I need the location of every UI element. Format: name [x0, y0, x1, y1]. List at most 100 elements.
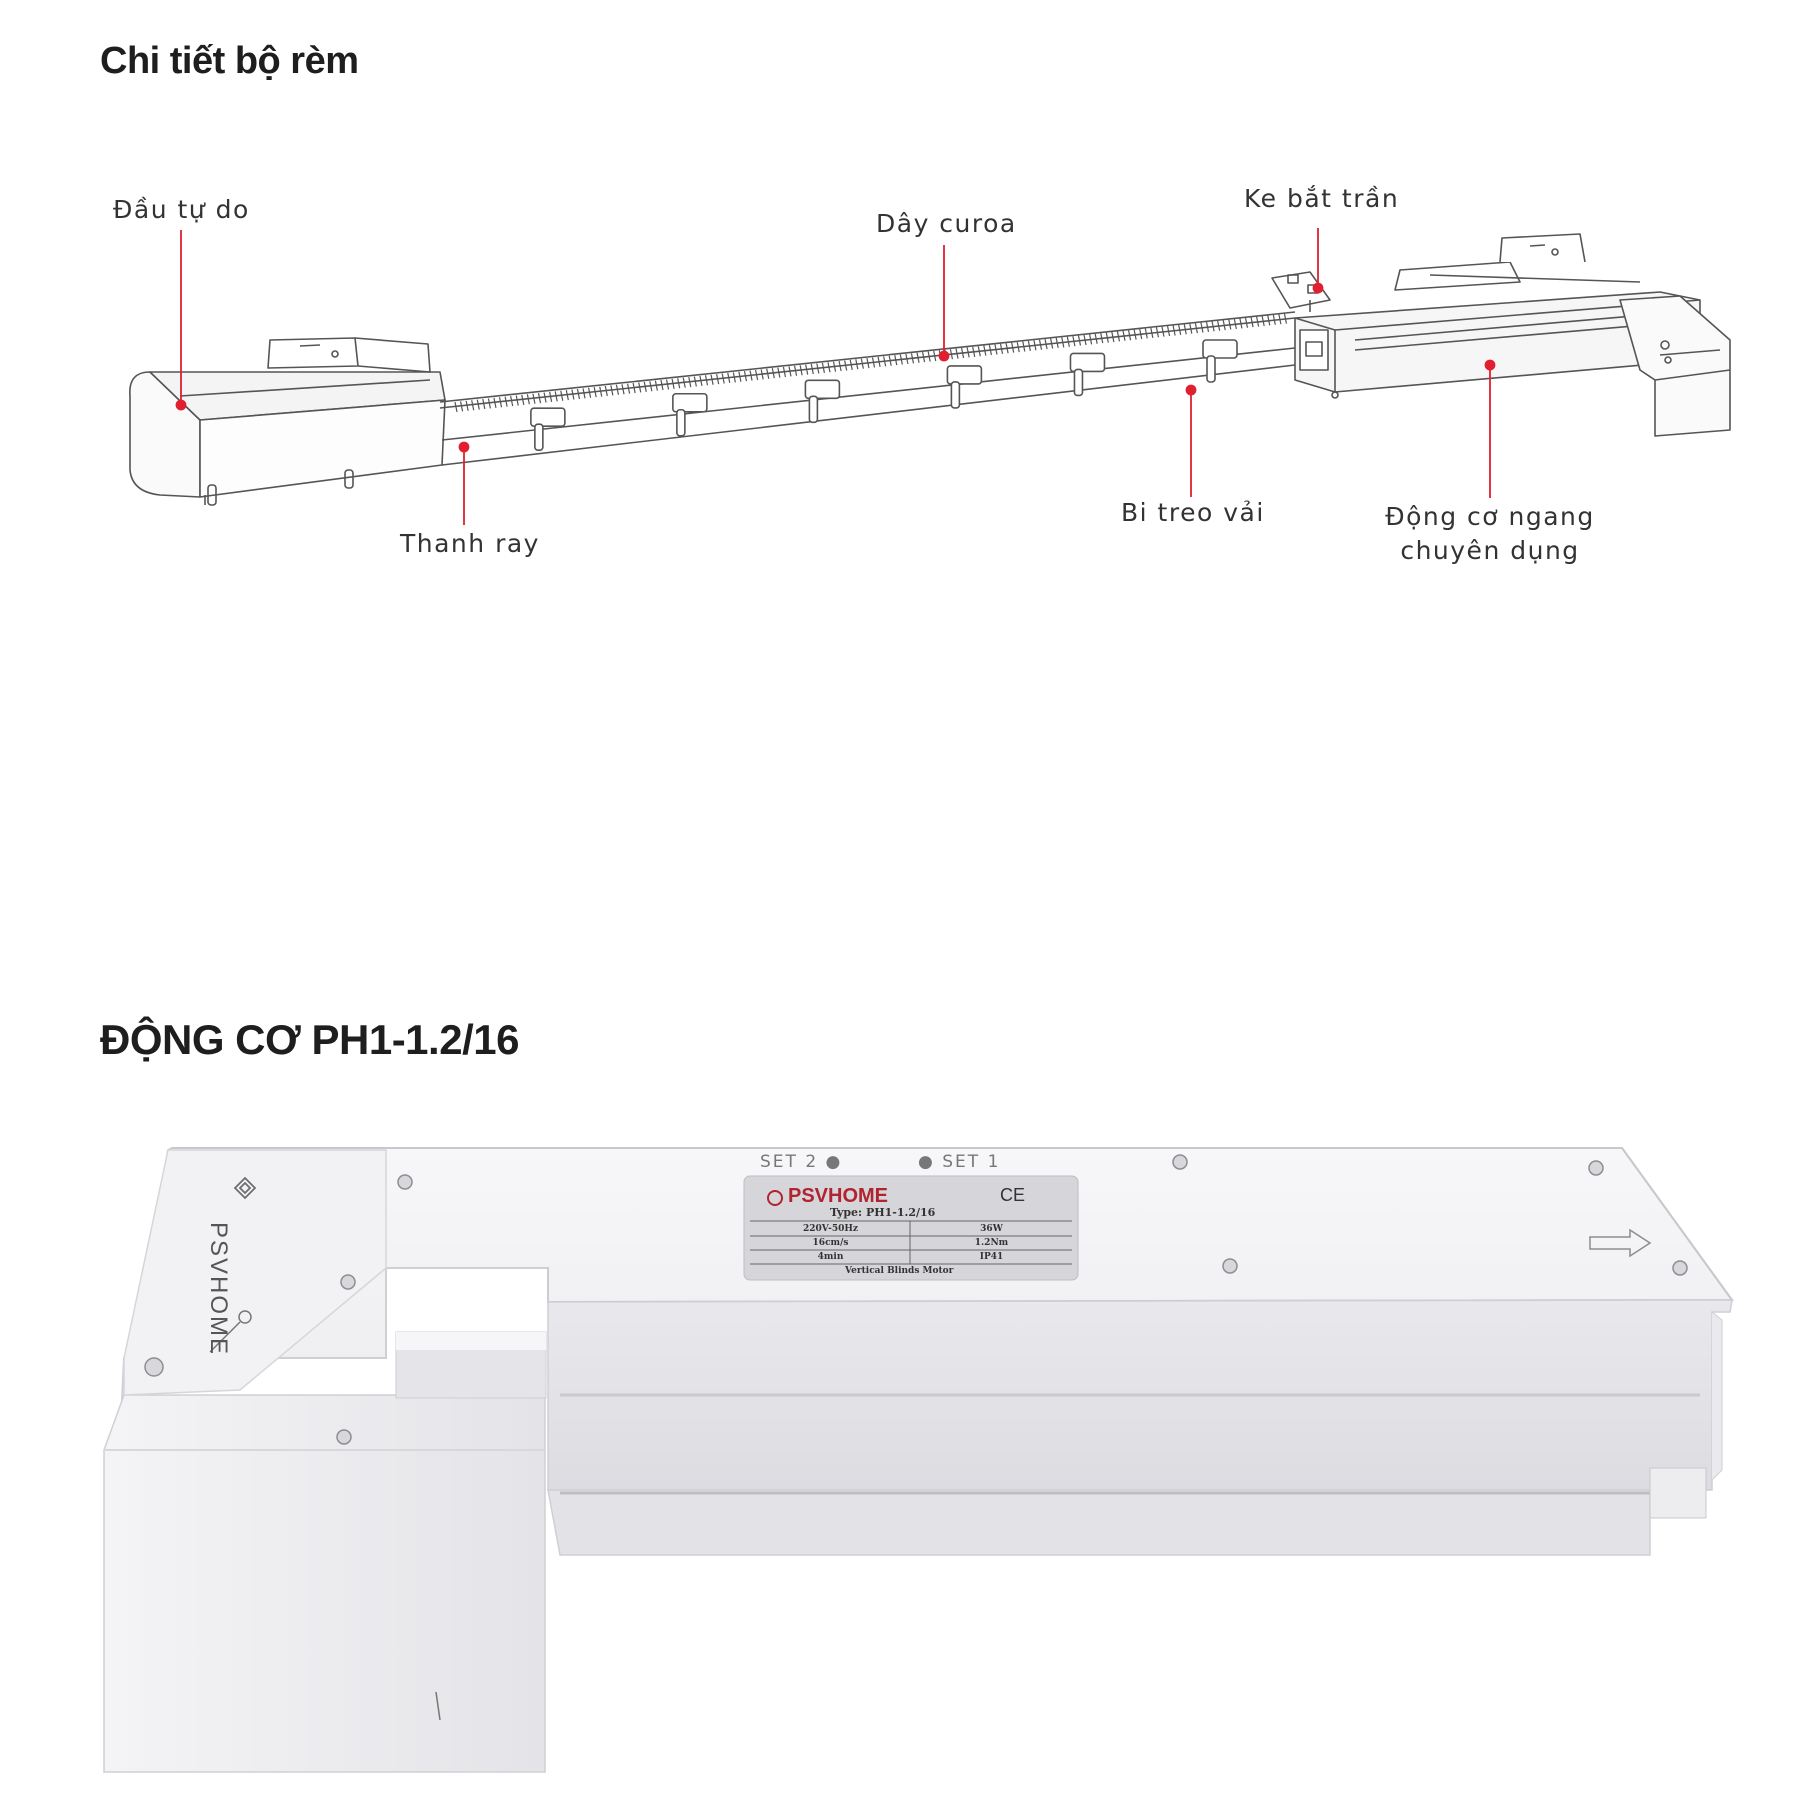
belt-tooth: [1133, 329, 1137, 340]
belt-tooth: [821, 362, 825, 373]
belt-tooth: [493, 397, 497, 408]
belt-tooth: [1072, 336, 1076, 347]
belt-tooth: [1261, 315, 1265, 327]
label-fabric-hook: Bi treo vải: [1121, 498, 1265, 527]
belt-tooth: [766, 368, 770, 379]
belt-tooth: [771, 368, 775, 379]
fabric-hook: [946, 365, 983, 409]
belt-tooth: [1228, 319, 1232, 330]
belt-tooth: [827, 362, 831, 373]
belt-tooth: [532, 393, 536, 404]
belt-tooth: [1189, 323, 1193, 334]
nameplate-brand: PSVHOME: [788, 1185, 889, 1207]
belt-tooth: [727, 372, 731, 384]
belt-tooth: [738, 371, 742, 382]
belt-tooth: [682, 377, 686, 388]
belt-tooth: [999, 343, 1004, 354]
belt-tooth: [543, 392, 547, 403]
belt-tooth: [599, 386, 603, 397]
fabric-hook: [1069, 352, 1106, 397]
belt-tooth: [983, 345, 987, 356]
belt-tooth: [643, 381, 647, 392]
belt-tooth: [1089, 334, 1093, 345]
belt-tooth: [1066, 336, 1070, 347]
belt-tooth: [510, 395, 514, 407]
label-rail: Thanh ray: [400, 529, 540, 558]
belt-tooth: [793, 365, 798, 376]
belt-tooth: [960, 347, 965, 359]
belt-tooth: [1244, 317, 1249, 328]
fabric-hook: [530, 407, 566, 451]
free-end-cap: [129, 337, 446, 506]
belt-tooth: [693, 376, 697, 387]
belt-tooth: [671, 378, 675, 389]
belt-tooth: [638, 382, 642, 393]
fabric-hooks: [530, 339, 1238, 451]
belt-tooth: [554, 391, 558, 402]
belt-tooth: [949, 349, 954, 360]
belt-tooth: [1050, 338, 1054, 349]
belt-tooth: [582, 388, 586, 399]
belt-tooth: [649, 381, 653, 392]
set1-text: SET 1: [942, 1152, 1001, 1172]
belt-tooth: [1027, 340, 1031, 352]
nameplate-footer: Vertical Blinds Motor: [845, 1266, 954, 1276]
belt-tooth: [1016, 341, 1020, 353]
belt-tooth: [1217, 320, 1221, 331]
belt-tooth: [1061, 337, 1065, 348]
belt-tooth: [1267, 315, 1271, 326]
belt-tooth: [1150, 327, 1154, 338]
section-title-motor: ĐỘNG CƠ PH1-1.2/16: [100, 1016, 519, 1063]
belt-tooth: [760, 369, 764, 380]
belt-tooth: [688, 376, 692, 388]
belt-tooth: [699, 375, 703, 387]
belt-tooth: [1083, 334, 1087, 346]
belt-tooth: [665, 379, 670, 390]
belt-tooth: [805, 364, 809, 375]
belt-tooth: [743, 371, 748, 382]
belt-tooth: [849, 359, 853, 370]
belt-tooth: [922, 352, 926, 363]
belt-tooth: [838, 360, 842, 372]
belt-tooth: [1278, 314, 1282, 325]
belt-tooth: [927, 351, 931, 362]
belt-tooth: [1038, 339, 1043, 350]
belt-tooth: [454, 401, 458, 413]
belt-tooth: [660, 379, 664, 391]
belt-tooth: [1239, 318, 1243, 329]
psvhome-logo-icon: [233, 1176, 257, 1200]
label-motor-line2: chuyên dụng: [1400, 536, 1580, 565]
belt-tooth: [755, 369, 759, 381]
belt-tooth: [521, 394, 525, 405]
belt-tooth: [1194, 322, 1198, 334]
belt-tooth: [1111, 331, 1115, 343]
nameplate-spec-cell: IP41: [979, 1252, 1004, 1262]
belt-tooth: [888, 355, 892, 366]
belt-tooth: [1178, 324, 1182, 335]
belt-tooth: [933, 350, 937, 362]
belt-tooth: [977, 346, 981, 357]
belt-tooth: [1116, 331, 1121, 342]
belt-tooth: [1105, 332, 1109, 343]
nameplate-ce-mark: CE: [1000, 1185, 1026, 1205]
belt-tooth: [654, 380, 658, 391]
belt-tooth: [604, 385, 608, 397]
belt-tooth: [972, 346, 976, 357]
belt-tooth: [459, 401, 464, 412]
belt-tooth: [465, 400, 469, 411]
belt-tooth: [560, 390, 564, 401]
belt-tooth: [832, 361, 837, 372]
belt: [454, 313, 1288, 413]
belt-tooth: [1005, 343, 1009, 354]
belt-tooth: [1200, 322, 1204, 333]
belt-tooth: [1127, 330, 1132, 341]
belt-tooth: [894, 355, 898, 366]
belt-tooth: [799, 365, 803, 376]
belt-tooth: [1022, 341, 1026, 352]
belt-tooth: [844, 360, 848, 371]
belt-tooth: [816, 363, 820, 374]
